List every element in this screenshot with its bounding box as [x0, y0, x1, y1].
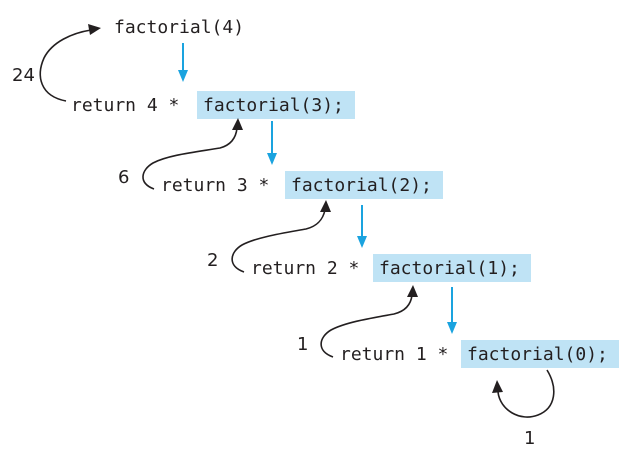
step-4-call: factorial(0); — [467, 344, 608, 365]
highlight-step-1 — [197, 91, 355, 119]
return-arrow-2 — [142, 118, 243, 190]
step-3-call: factorial(1); — [379, 258, 520, 279]
highlight-step-4 — [461, 340, 619, 368]
top-call-label: factorial(4) — [114, 17, 244, 38]
step-1-result: 24 — [12, 65, 35, 86]
return-arrow-1 — [39, 24, 101, 102]
step-1-return-prefix: return 4 * — [71, 95, 190, 116]
step-3-result: 2 — [207, 250, 218, 271]
call-arrow-2 — [267, 121, 277, 165]
step-2-return-prefix: return 3 * — [161, 175, 280, 196]
step-4-return-prefix: return 1 * — [340, 344, 459, 365]
step-2-result: 6 — [118, 167, 129, 188]
step-2-call: factorial(2); — [291, 175, 432, 196]
call-arrow-1 — [178, 43, 188, 82]
step-3-return-prefix: return 2 * — [251, 258, 370, 279]
step-4-result: 1 — [297, 334, 308, 355]
step-1-call: factorial(3); — [203, 95, 344, 116]
call-arrow-3 — [357, 205, 367, 248]
base-result: 1 — [524, 428, 535, 449]
highlight-step-3 — [373, 254, 531, 282]
return-arrow-3 — [231, 200, 331, 273]
call-arrow-4 — [447, 287, 457, 334]
highlight-step-2 — [285, 171, 443, 199]
base-case-arrow — [492, 369, 555, 418]
return-arrow-4 — [320, 285, 418, 358]
